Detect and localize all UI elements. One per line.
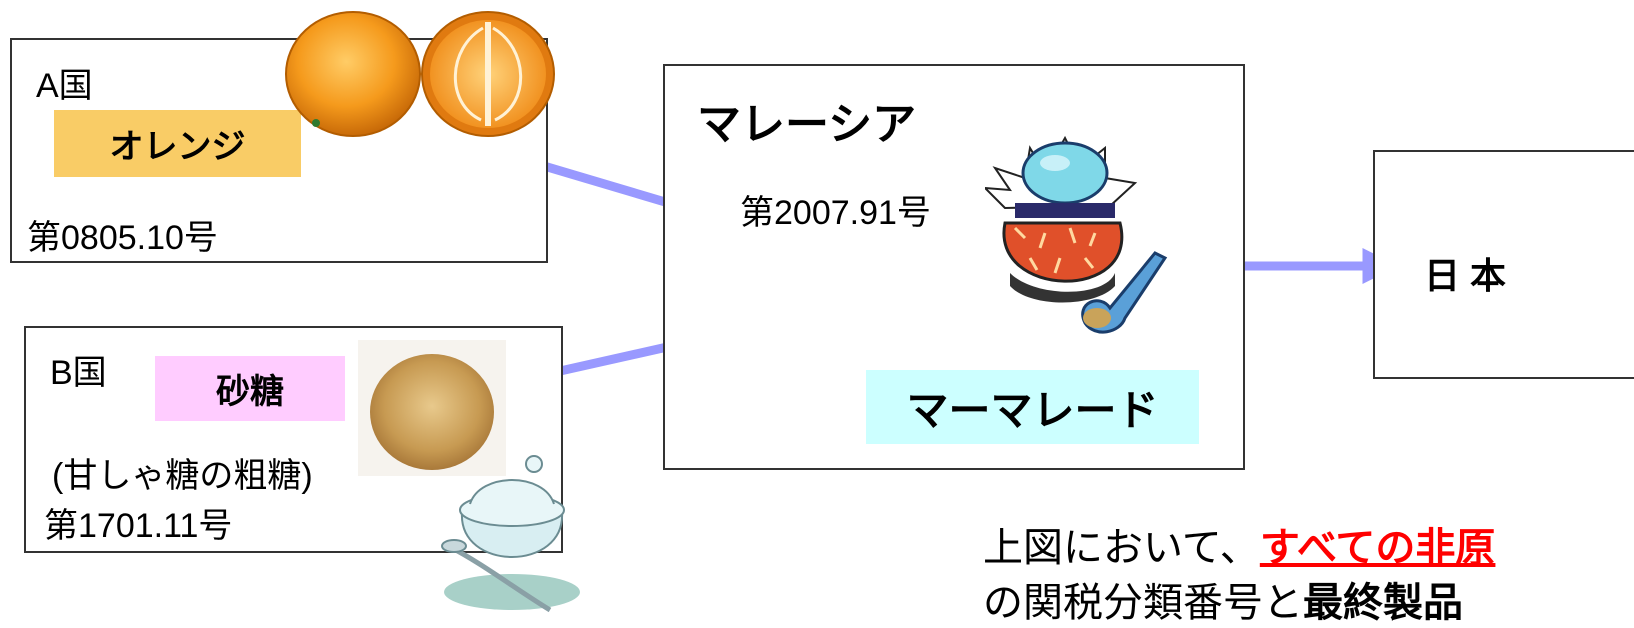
sugar-label: 砂糖 — [155, 356, 345, 421]
caption-line2-prefix: の関税分類番号と — [983, 581, 1303, 625]
sugar-pile-icon — [358, 340, 506, 476]
orange-label: オレンジ — [54, 110, 301, 177]
malaysia-name: マレーシア — [697, 100, 917, 149]
sugar-note: (甘しゃ糖の粗糖) — [52, 457, 313, 495]
caption-line2-bold: 最終製品 — [1303, 581, 1463, 625]
malaysia-hs-code: 第2007.91号 — [740, 194, 931, 232]
marmalade-label: マーマレード — [866, 370, 1199, 444]
orange-icon — [285, 11, 555, 137]
country-a-name: A国 — [36, 67, 93, 105]
japan-name: 日 本 — [1424, 255, 1507, 296]
japan-box — [1373, 150, 1634, 379]
marmalade-jar-icon — [985, 135, 1168, 334]
caption-line-1: 上図において、すべての非原 — [983, 515, 1495, 573]
country-b-name: B国 — [50, 354, 107, 392]
caption-line1-prefix: 上図において、 — [983, 526, 1260, 570]
caption-line1-highlight: すべての非原 — [1259, 526, 1496, 570]
sugar-bowl-icon — [441, 455, 580, 613]
caption-line-2: の関税分類番号と最終製品 — [983, 570, 1463, 628]
country-a-hs-code: 第0805.10号 — [27, 219, 218, 257]
country-b-hs-code: 第1701.11号 — [44, 507, 233, 545]
